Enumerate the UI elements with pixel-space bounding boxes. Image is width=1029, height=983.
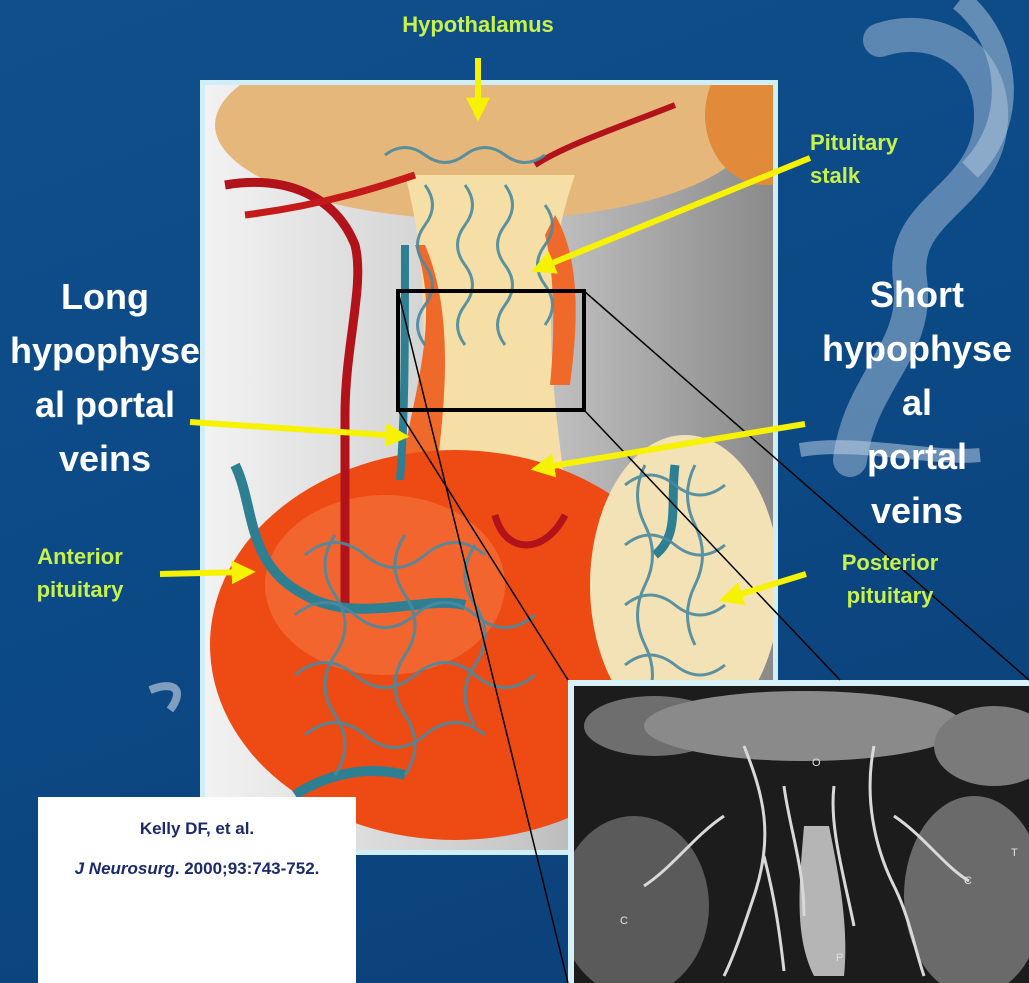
label-pituitary-stalk: Pituitary stalk xyxy=(810,126,890,192)
citation-authors: Kelly DF, et al. xyxy=(38,819,356,839)
label-long-portal-veins: Long hypophyse al portal veins xyxy=(0,270,210,486)
inset-micrograph-photo: O C C P T xyxy=(568,680,1029,983)
inset-label-c-left: C xyxy=(620,915,628,927)
citation-details: . 2000;93:743-752. xyxy=(175,859,320,878)
citation-box: Kelly DF, et al. J Neurosurg. 2000;93:74… xyxy=(38,797,356,983)
label-hypothalamus: Hypothalamus xyxy=(340,8,616,41)
citation-reference: J Neurosurg. 2000;93:743-752. xyxy=(38,859,356,879)
label-short-portal-veins: Short hypophyse al portal veins xyxy=(805,268,1029,538)
citation-journal: J Neurosurg xyxy=(75,859,175,878)
inset-label-p: P xyxy=(836,952,843,964)
label-anterior-pituitary: Anterior pituitary xyxy=(0,540,160,606)
inset-label-o: O xyxy=(812,757,821,769)
inset-label-c-right: C xyxy=(964,875,972,887)
inset-label-t: T xyxy=(1011,847,1018,859)
label-posterior-pituitary: Posterior pituitary xyxy=(800,546,980,612)
